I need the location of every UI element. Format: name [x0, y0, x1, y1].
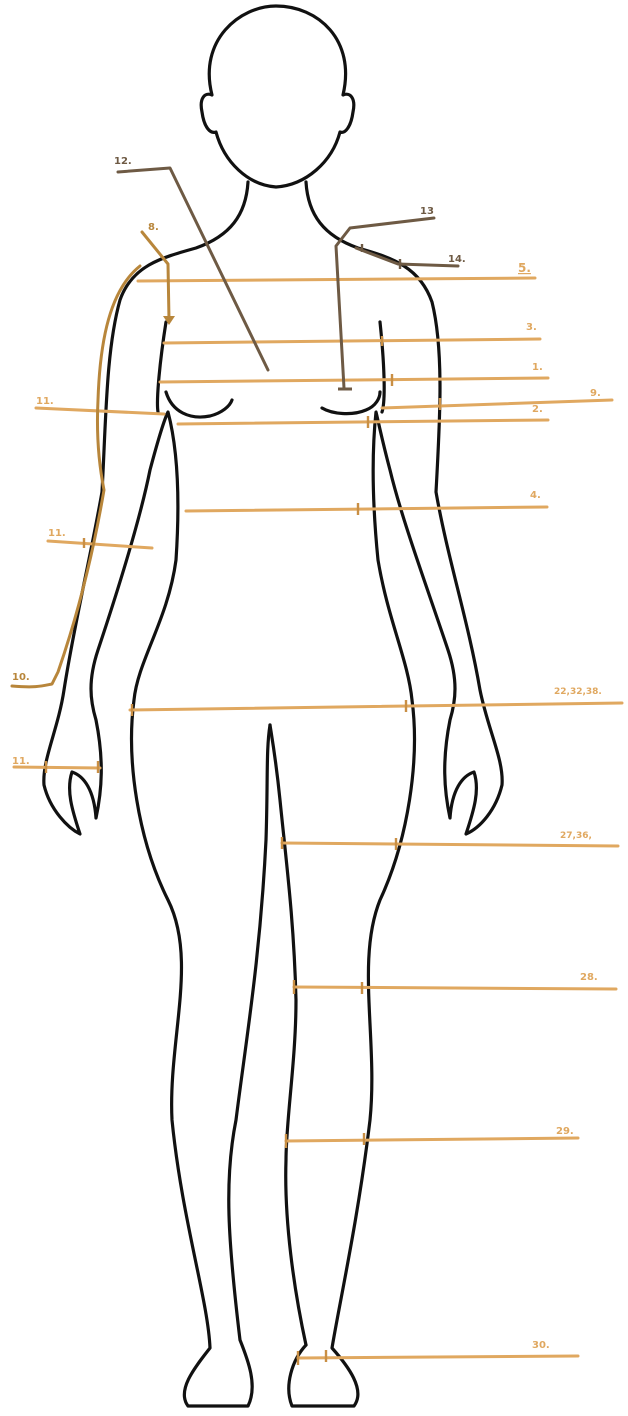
right-inner-arm — [380, 322, 384, 412]
head — [201, 6, 354, 187]
label-14: 14. — [448, 254, 466, 265]
measure-line-11-wrist — [14, 767, 100, 768]
label-8: 8. — [148, 222, 159, 233]
label-9: 9. — [590, 388, 601, 399]
measure-line-4 — [186, 507, 547, 511]
label-27-36: 27,36, — [560, 831, 592, 841]
measure-line-28 — [294, 987, 616, 989]
left-body-contour — [44, 182, 270, 1406]
measure-line-27-36 — [282, 843, 618, 846]
measure-line-30 — [298, 1356, 578, 1358]
label-12: 12. — [114, 156, 132, 167]
measure-line-11-forearm — [48, 541, 152, 548]
measure-line-11-upper — [36, 408, 164, 414]
label-11-upper: 11. — [36, 396, 54, 407]
label-13: 13 — [420, 206, 434, 217]
measure-line-3 — [164, 339, 540, 343]
label-10: 10. — [12, 672, 30, 683]
label-22-32-38: 22,32,38. — [554, 687, 602, 697]
left-inner-arm — [157, 322, 166, 412]
label-4: 4. — [530, 490, 541, 501]
label-1: 1. — [532, 362, 543, 373]
right-bust-curve — [322, 392, 380, 414]
label-5: 5. — [518, 261, 531, 275]
left-bust-curve — [166, 392, 232, 417]
label-2: 2. — [532, 404, 543, 415]
label-28: 28. — [580, 972, 598, 983]
right-body-contour — [289, 182, 502, 1406]
label-11-wrist: 11. — [12, 756, 30, 767]
measure-line-22-32-38 — [130, 703, 622, 710]
label-3: 3. — [526, 322, 537, 333]
label-11-forearm: 11. — [48, 528, 66, 539]
inner-leg-divider — [270, 725, 306, 1345]
measure-line-9 — [382, 400, 612, 408]
measure-line-2 — [178, 420, 548, 424]
measure-line-8 — [142, 232, 169, 320]
label-29: 29. — [556, 1126, 574, 1137]
label-30: 30. — [532, 1340, 550, 1351]
measure-line-29 — [286, 1138, 578, 1141]
measurement-lines — [12, 232, 622, 1365]
measure-line-1 — [160, 378, 548, 382]
